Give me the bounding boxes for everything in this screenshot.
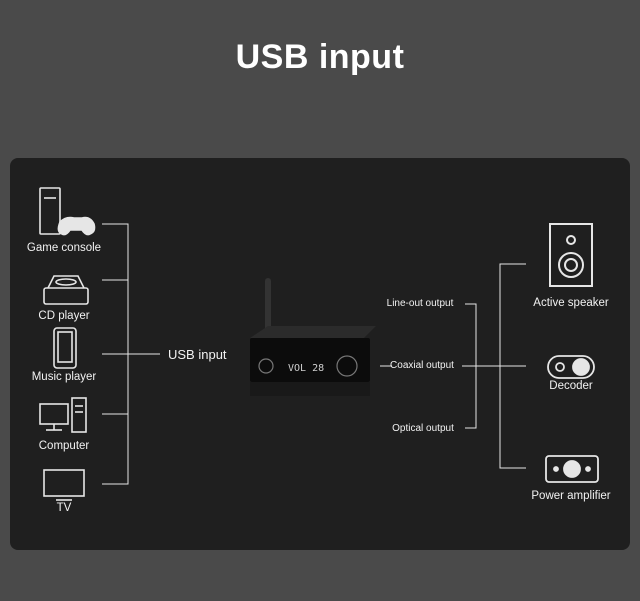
speaker-icon [549, 223, 593, 287]
control-knob-icon [336, 355, 358, 377]
input-label-cd-player: CD player [38, 310, 90, 322]
power-amplifier-icon [545, 455, 599, 483]
music-player-icon [53, 327, 77, 369]
game-console-icon [39, 187, 96, 236]
target-label-decoder: Decoder [549, 380, 593, 392]
input-label-game-console: Game console [26, 242, 102, 254]
usb-input-label: USB input [168, 347, 227, 362]
cd-player-icon [43, 275, 89, 305]
diagram-lines: VOL 28 [39, 187, 599, 501]
page-title: USB input [235, 38, 405, 76]
connection-diagram: VOL 28 Game console CD player Music play… [10, 158, 630, 550]
device-display: VOL 28 [288, 363, 324, 374]
input-label-music-player: Music player [31, 371, 97, 383]
dac-device: VOL 28 [250, 278, 376, 396]
output-label-coaxial: Coaxial output [390, 360, 454, 371]
decoder-icon [547, 355, 595, 379]
target-label-power-amplifier: Power amplifier [531, 490, 611, 502]
output-label-optical: Optical output [392, 423, 454, 434]
power-button-icon [258, 358, 274, 374]
input-label-tv: TV [56, 502, 72, 514]
input-label-computer: Computer [38, 440, 90, 452]
output-label-line-out: Line-out output [386, 298, 454, 309]
target-label-active-speaker: Active speaker [533, 297, 609, 309]
tv-icon [43, 469, 85, 501]
computer-icon [39, 397, 87, 433]
